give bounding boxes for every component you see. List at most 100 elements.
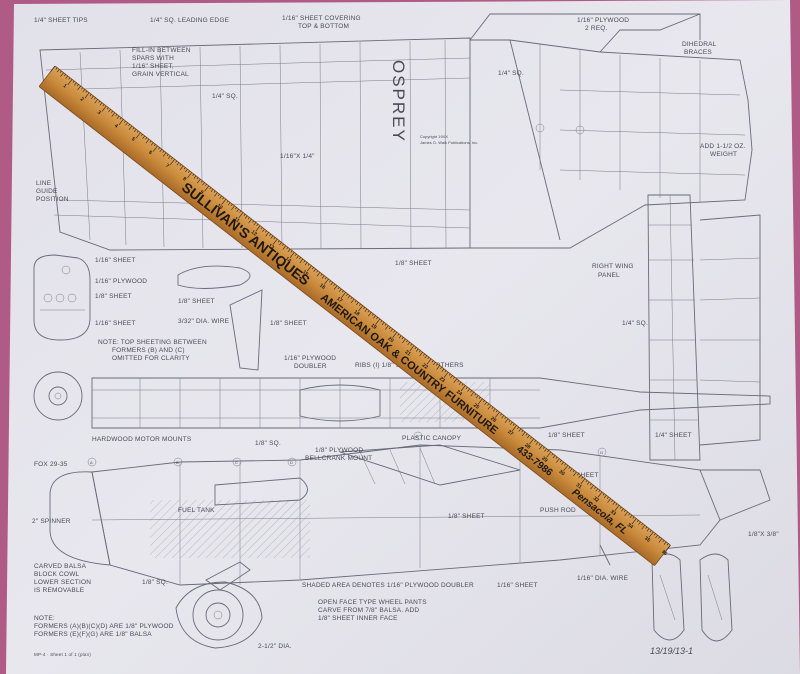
ruler-tick (649, 529, 652, 533)
ruler-number: 13 (267, 243, 275, 251)
ruler-tick (150, 142, 154, 146)
ruler-tick (602, 493, 605, 496)
ruler-tick (619, 506, 622, 509)
ruler-tick (338, 288, 342, 292)
label-spinner: 2" SPINNER (32, 518, 71, 525)
ruler-tick (106, 107, 109, 110)
ruler-tick (89, 94, 92, 97)
ruler-tick (76, 84, 79, 87)
label-plywood-2req-2: 2 REQ. (585, 25, 608, 32)
ruler-number: 4 (113, 123, 119, 130)
ruler-tick (73, 82, 77, 86)
ruler-number: 21 (404, 349, 412, 357)
ruler-tick (85, 90, 88, 93)
ruler-tick (183, 167, 186, 170)
ruler-tick (236, 208, 240, 213)
label-note-bottom-3: FORMERS (E)(F)(G) ARE 1/8" BALSA (34, 631, 152, 638)
ruler-tick (589, 483, 592, 486)
ruler-tick (504, 416, 507, 419)
ruler-tick (436, 365, 440, 370)
ruler-tick (380, 320, 383, 323)
ruler-tick (615, 503, 618, 506)
label-plywood-2req-1: 1/16" PLYWOOD (577, 17, 629, 24)
ruler-tick (542, 446, 545, 449)
ruler-tick (91, 95, 94, 99)
ruler-tick (547, 450, 549, 453)
ruler-tick (504, 418, 509, 423)
ruler-tick (512, 425, 517, 432)
label-former-1: 1/16" SHEET (95, 257, 136, 264)
ruler-number: 7 (164, 163, 170, 170)
ruler-tick (350, 297, 353, 300)
ruler-tick (197, 178, 201, 184)
ruler-tick (230, 203, 233, 207)
ruler-tick (204, 185, 210, 192)
ruler-tick (450, 375, 453, 379)
label-add-weight-1: ADD 1-1/2 OZ. (700, 143, 746, 150)
ruler-tick (580, 478, 586, 485)
label-former-2: 1/16" PLYWOOD (95, 278, 147, 285)
ruler-tick (433, 361, 436, 366)
label-note-top-3: OMITTED FOR CLARITY (112, 355, 190, 362)
label-footer: MP-4 · Sheet 1 of 1 (plan) (34, 652, 91, 657)
fuselage-side-view (49, 444, 771, 586)
ruler-tick (145, 137, 148, 140)
ruler-tick (556, 458, 560, 463)
ruler-tick (444, 370, 447, 373)
ruler-tick (364, 308, 368, 312)
copyright-line-2: James O. Walk Publications, Inc. (420, 140, 478, 145)
ruler-tick (115, 114, 118, 117)
label-for-engine: FOX 29-35 (34, 461, 68, 468)
label-fill-2: SPARS WITH (132, 55, 174, 62)
ruler-tick (170, 157, 173, 160)
ruler-ticks (50, 65, 671, 551)
ruler-tick (350, 298, 355, 304)
label-carved-3: LOWER SECTION (34, 579, 91, 586)
ruler-tick (363, 307, 366, 310)
ruler-tick (598, 490, 601, 493)
ruler-number: 23 (438, 376, 446, 384)
ruler-tick (402, 338, 406, 343)
ruler-tick (200, 180, 203, 183)
ruler-tick (294, 253, 297, 256)
ruler-tick (423, 353, 425, 356)
ruler-tick (282, 245, 287, 250)
ruler-tick (467, 388, 470, 392)
label-carved-2: BLOCK COWL (34, 571, 80, 578)
ruler-tick (111, 112, 116, 117)
ruler-number: 25 (472, 402, 480, 410)
label-former-3: 1/8" SHEET (95, 293, 132, 300)
stab-part (177, 265, 263, 371)
ruler-tick (231, 205, 235, 210)
ruler-number: 14 (284, 256, 292, 264)
label-quarter-sq-a: 1/4" SQ. (498, 70, 524, 77)
ruler-tick (187, 172, 193, 179)
label-fuel-tank: FUEL TANK (178, 507, 215, 514)
ruler-tick (176, 162, 180, 166)
label-eighth-sq-b: 1/8" SQ. (142, 579, 168, 586)
ruler-tick (555, 456, 558, 459)
label-dihedral-2: BRACES (684, 49, 712, 56)
ruler-tick (65, 75, 69, 79)
ruler-tick (666, 543, 669, 546)
ruler-tick (512, 423, 515, 426)
ruler-tick (390, 328, 393, 332)
ruler-tick (299, 257, 302, 260)
ruler-tick (624, 511, 628, 516)
ruler-tick (534, 440, 537, 443)
label-dia-wheel: 2-1/2" DIA. (258, 643, 292, 650)
label-note-bottom-2: FORMERS (A)(B)(C)(D) ARE 1/8" PLYWOOD (34, 623, 174, 630)
label-leading-edge: 1/4" SQ. LEADING EDGE (150, 17, 230, 24)
former-letter-d: D (290, 460, 293, 465)
ruler-number: 12 (250, 229, 258, 237)
ruler-tick (629, 515, 633, 519)
ruler-tick (56, 69, 60, 73)
ruler-tick (586, 481, 590, 485)
ruler-tick (118, 119, 124, 125)
ruler-tick (272, 238, 278, 245)
former-letter-g: G (600, 450, 603, 455)
ruler-number: 8 (181, 176, 187, 183)
ruler-tick (527, 435, 530, 439)
ruler-tick (227, 202, 231, 206)
ruler-tick (217, 193, 220, 197)
